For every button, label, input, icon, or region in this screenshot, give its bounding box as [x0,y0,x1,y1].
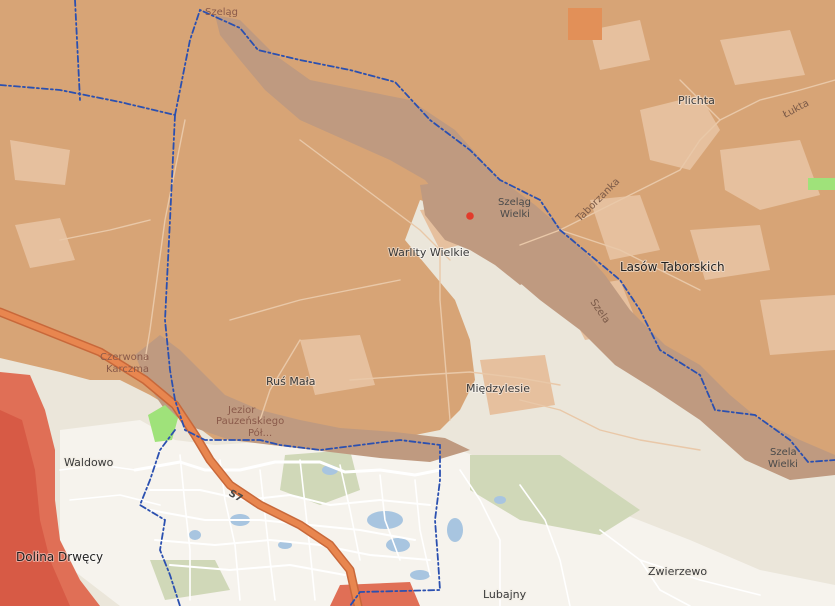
label-miedzylesie: Międzylesie [466,382,530,395]
right-green-patch [808,178,835,190]
label-zwierzewo: Zwierzewo [648,565,707,578]
label-czerwona: Czerwona [100,352,149,363]
label-rus-mala: Ruś Mała [266,375,315,388]
label-jezior-2: Pauzeńskiego [216,415,284,427]
faint-roads [59,79,835,451]
label-jezior-3: Pół... [248,427,272,439]
label-szelag: Szeląg [205,7,238,18]
label-warlity-wielkie: Warlity Wielkie [388,246,470,259]
label-waldowo: Waldowo [64,456,114,469]
label-karczma: Karczma [106,364,149,375]
label-lasow-taborskich: Lasów Taborskich [620,260,725,274]
urban-area-red-edge [0,410,70,606]
bright-green-patch [148,405,178,442]
label-szelag-wielki-2: Wielki [500,209,530,220]
expressway-s7 [0,307,363,606]
top-orange-patch [568,8,602,40]
label-plichta: Plichta [678,94,715,107]
label-szelag-right-2: Wielki [768,459,798,470]
forest-west [135,335,470,462]
label-lubajny: Lubajny [483,588,527,601]
location-marker[interactable] [466,212,474,220]
label-dolina-drwecy: Dolina Drwęcy [16,550,103,564]
town-roads [59,454,761,606]
label-jezior-1: Jezior [227,405,256,416]
overlay-region [0,0,835,460]
label-szelag-right-1: Szela [770,447,797,458]
forest-village [420,180,550,285]
label-szelag-wielki-1: Szeląg [498,197,531,208]
urban-area-red-bottom [330,582,420,606]
